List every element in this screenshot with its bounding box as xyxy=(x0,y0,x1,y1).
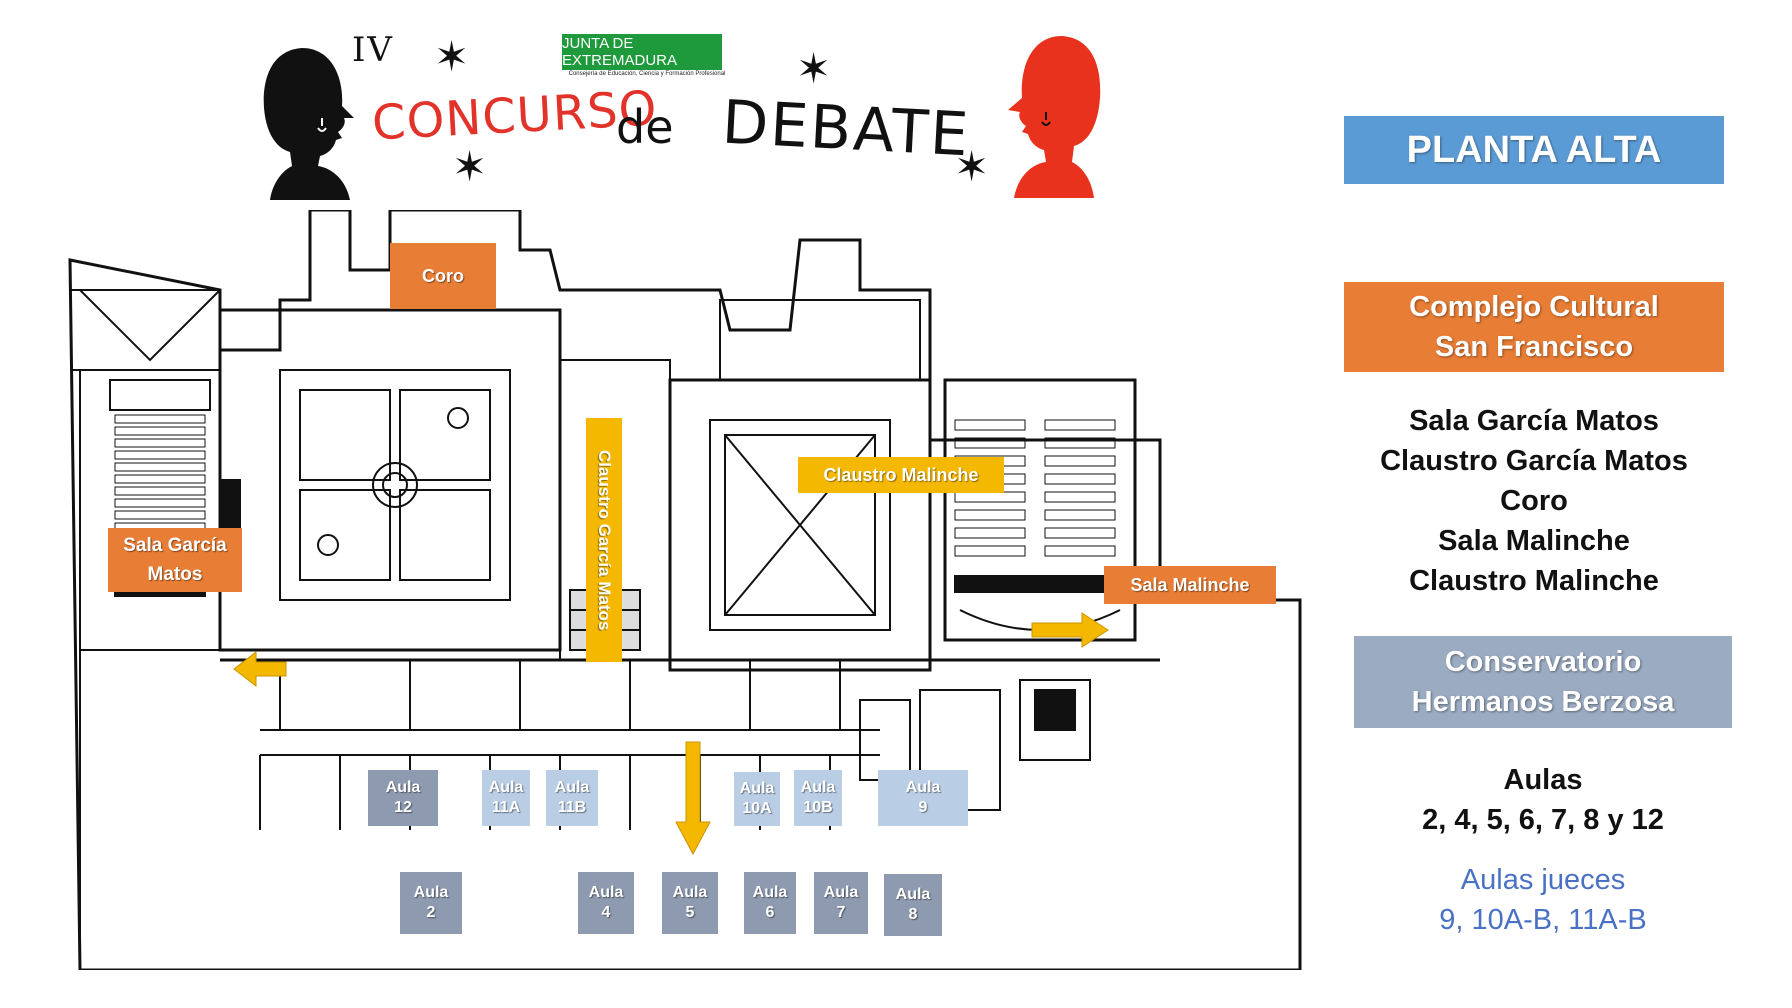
red-head-icon xyxy=(1008,36,1101,198)
complejo-line1: Complejo Cultural xyxy=(1409,291,1659,323)
junta-logo: JUNTA DE EXTREMADURA xyxy=(562,34,722,70)
title-de: de xyxy=(616,100,674,154)
label-sala-garcia-line2: Matos xyxy=(147,564,203,585)
label-claustro-malinche: Claustro Malinche xyxy=(798,457,1004,493)
planta-alta-banner: PLANTA ALTA xyxy=(1344,116,1724,184)
label-sala-garcia-matos: Sala García Matos xyxy=(108,528,242,592)
star-icon: ✶ xyxy=(796,44,832,93)
arrow-down-icon xyxy=(675,741,711,856)
star-icon: ✶ xyxy=(434,32,470,81)
list-item: Sala Malinche xyxy=(1438,525,1630,557)
list-item: Coro xyxy=(1500,485,1568,517)
list-item: Claustro García Matos xyxy=(1380,445,1688,477)
black-head-icon xyxy=(263,48,354,200)
salas-list: Sala García Matos Claustro García Matos … xyxy=(1344,401,1724,601)
arrow-left-icon xyxy=(233,650,287,688)
list-item: Claustro Malinche xyxy=(1409,565,1659,597)
conservatorio-banner: Conservatorio Hermanos Berzosa xyxy=(1354,636,1732,728)
jueces-heading: Aulas jueces xyxy=(1460,864,1626,896)
arrow-right-icon xyxy=(1031,612,1109,648)
label-coro: Coro xyxy=(390,243,496,309)
title-iv: IV xyxy=(352,30,394,70)
aulas-numbers: 2, 4, 5, 6, 7, 8 y 12 xyxy=(1422,804,1664,836)
conservatorio-line2: Hermanos Berzosa xyxy=(1411,686,1675,718)
list-item: Sala García Matos xyxy=(1409,405,1659,437)
label-claustro-garcia-matos: Claustro García Matos xyxy=(586,418,622,662)
star-icon: ✶ xyxy=(452,142,488,191)
conservatorio-line1: Conservatorio xyxy=(1444,646,1642,678)
title-debate: DEBATE xyxy=(720,87,972,171)
junta-subtitle: Consejería de Educación, Ciencia y Forma… xyxy=(568,71,726,77)
star-icon: ✶ xyxy=(954,142,990,191)
aulas-list: Aulas 2, 4, 5, 6, 7, 8 y 12 xyxy=(1354,760,1732,840)
label-sala-garcia-line1: Sala García xyxy=(123,535,227,556)
label-sala-malinche: Sala Malinche xyxy=(1104,566,1276,604)
aulas-jueces: Aulas jueces 9, 10A-B, 11A-B xyxy=(1354,860,1732,940)
complejo-cultural-banner: Complejo Cultural San Francisco xyxy=(1344,282,1724,372)
complejo-line2: San Francisco xyxy=(1434,331,1634,363)
aulas-heading: Aulas xyxy=(1503,764,1583,796)
jueces-numbers: 9, 10A-B, 11A-B xyxy=(1439,904,1647,936)
